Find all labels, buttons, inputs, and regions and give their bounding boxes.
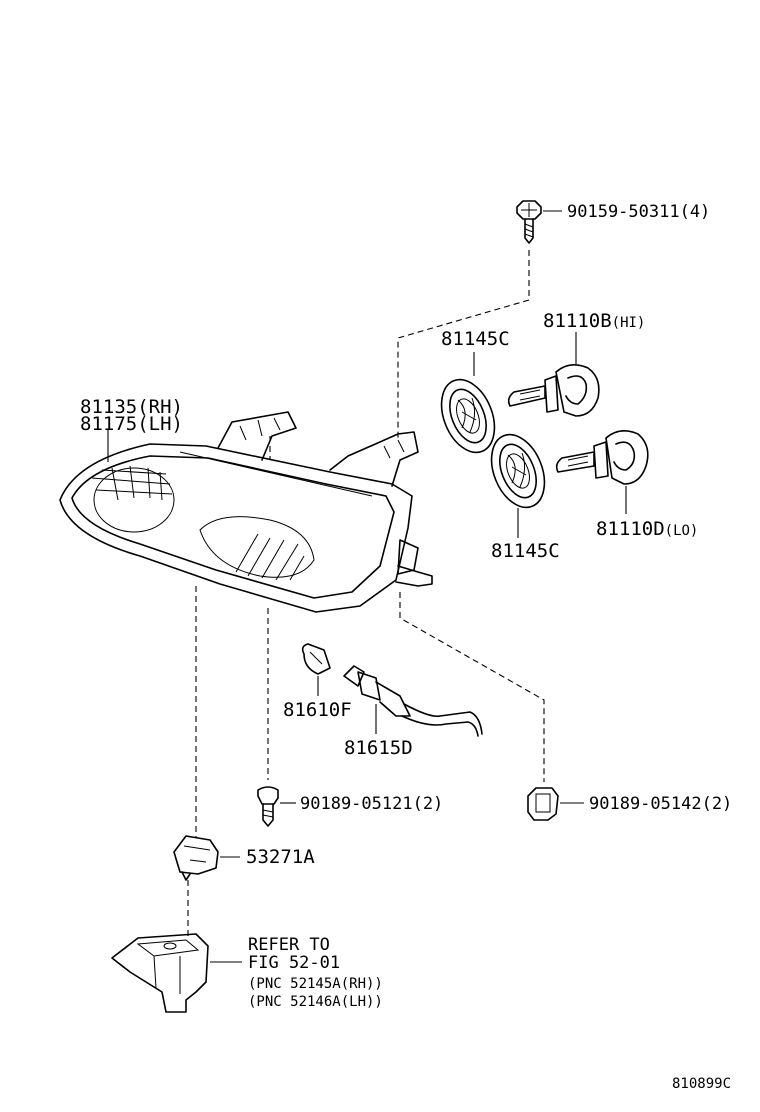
bolt-guide-line xyxy=(397,250,530,440)
seal-lower-part xyxy=(490,433,546,509)
label-nut: 90189-05142(2) xyxy=(589,794,732,814)
label-bulb-small: 81610F xyxy=(283,699,352,721)
bulb-small-part xyxy=(301,643,331,675)
label-socket: 81615D xyxy=(344,737,413,759)
socket-part xyxy=(343,665,483,737)
refer-bracket-part xyxy=(111,933,209,1013)
nut-part xyxy=(527,787,559,821)
label-bolt-top: 90159-50311(4) xyxy=(567,202,710,222)
label-refer-line3: (PNC 52145A(RH)) xyxy=(248,976,383,992)
label-bulb-lo: 81110D(LO) xyxy=(596,518,698,540)
label-seal-lower: 81145C xyxy=(491,540,560,562)
bulb-hi-note: (HI) xyxy=(612,315,646,331)
label-bulb-hi: 81110B(HI) xyxy=(543,310,645,332)
label-lamp-rh: 81135(RH) xyxy=(80,396,183,418)
bracket-part xyxy=(173,835,219,881)
bulb-hi-pn: 81110B xyxy=(543,310,612,332)
label-refer-line4: (PNC 52146A(LH)) xyxy=(248,994,383,1010)
label-screw: 90189-05121(2) xyxy=(300,794,443,814)
screw-part xyxy=(257,786,279,827)
label-refer-line1: REFER TO xyxy=(248,935,330,955)
figure-id: 810899C xyxy=(672,1076,731,1092)
bulb-lo-pn: 81110D xyxy=(596,518,665,540)
bulb-lo-part xyxy=(555,430,649,485)
bulb-lo-note: (LO) xyxy=(665,523,699,539)
label-bracket: 53271A xyxy=(246,846,315,868)
seal-upper-part xyxy=(440,378,496,454)
bolt-top-part xyxy=(516,200,542,244)
headlamp-assembly-part xyxy=(59,411,433,613)
label-seal-upper: 81145C xyxy=(441,328,510,350)
bulb-hi-part xyxy=(507,364,600,417)
label-refer-line2: FIG 52-01 xyxy=(248,953,340,973)
label-lamp-lh: 81175(LH) xyxy=(80,413,183,435)
lamp-guide-line-right xyxy=(399,592,545,782)
